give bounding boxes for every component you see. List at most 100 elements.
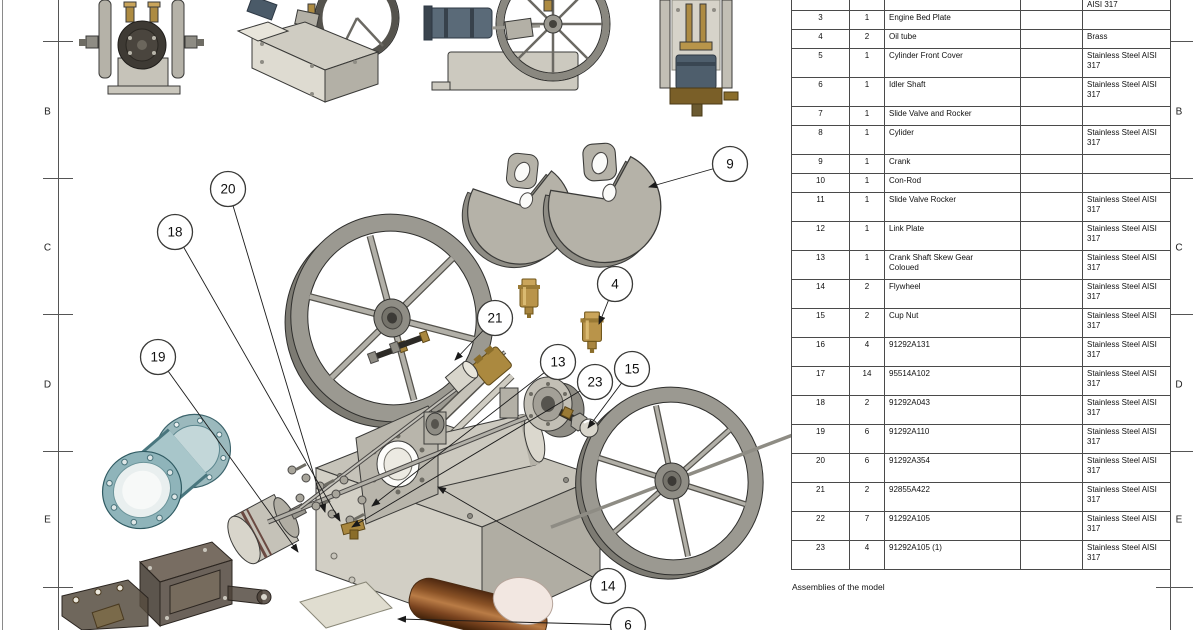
cell-material (1083, 174, 1171, 192)
cell-part-name: Oil tube (885, 30, 1021, 48)
zone-letter-left-E: E (44, 515, 51, 526)
cell-item-no: 15 (791, 309, 850, 337)
flange-plate (61, 579, 149, 630)
cell-part-name (885, 0, 1021, 10)
balloon-circle (609, 606, 647, 630)
cell-qty: 2 (850, 309, 885, 337)
cell-qty: 6 (850, 454, 885, 482)
balloon-callout-15: 15 (587, 350, 651, 429)
cell-part-name: Con-Rod (885, 174, 1021, 192)
cell-qty: 7 (850, 512, 885, 540)
balloon-label: 19 (150, 350, 165, 365)
cell-part-name: 91292A131 (885, 338, 1021, 366)
cell-material: AISI 317 (1083, 0, 1171, 10)
cell-blank (1021, 338, 1083, 366)
cell-qty: 2 (850, 30, 885, 48)
cell-part-name: 91292A043 (885, 396, 1021, 424)
cell-part-name: Crank (885, 155, 1021, 173)
cell-item-no: 19 (791, 425, 850, 453)
cell-material (1083, 11, 1171, 29)
zone-letter-right-B: B (1176, 107, 1183, 118)
cell-blank (1021, 155, 1083, 173)
balloon-label: 15 (624, 362, 639, 377)
balloon-callout-4: 4 (596, 265, 634, 325)
cell-material: Stainless Steel AISI 317 (1083, 309, 1171, 337)
crank-web-left (461, 152, 573, 269)
cell-item-no: 21 (791, 483, 850, 511)
balloon-label: 23 (587, 375, 602, 390)
leader-line (227, 188, 327, 513)
cell-part-name: 91292A110 (885, 425, 1021, 453)
cell-blank (1021, 512, 1083, 540)
cell-material: Stainless Steel AISI 317 (1083, 338, 1171, 366)
balloon-label: 4 (611, 277, 619, 292)
cell-part-name: 92855A422 (885, 483, 1021, 511)
cell-blank (1021, 251, 1083, 279)
cell-blank (1021, 78, 1083, 106)
cell-part-name: Crank Shaft Skew Gear Coloued (885, 251, 1021, 279)
cup-nut (579, 418, 599, 438)
top-view-front (79, 0, 204, 95)
cell-item-no: 18 (791, 396, 850, 424)
balloon-circle (139, 338, 177, 376)
cell-item-no: 9 (791, 155, 850, 173)
wood-board (299, 581, 393, 629)
cell-material: Stainless Steel AISI 317 (1083, 396, 1171, 424)
piston (227, 493, 308, 565)
cell-blank (1021, 454, 1083, 482)
cell-blank (1021, 30, 1083, 48)
top-view-end (659, 0, 739, 117)
cell-material: Stainless Steel AISI 317 (1083, 483, 1171, 511)
cell-blank (1021, 222, 1083, 250)
cell-part-name: 91292A354 (885, 454, 1021, 482)
cell-blank (1021, 49, 1083, 77)
cell-blank (1021, 483, 1083, 511)
wood-tube (408, 577, 554, 630)
balloon-callout-14: 14 (437, 486, 627, 605)
balloon-callout-9: 9 (648, 145, 749, 189)
cell-part-name: Slide Valve Rocker (885, 193, 1021, 221)
flywheel-rear (550, 386, 794, 580)
top-view-isometric (236, 0, 400, 103)
cell-blank (1021, 126, 1083, 154)
cell-blank (1021, 541, 1083, 569)
cell-qty: 1 (850, 174, 885, 192)
balloon-label: 20 (220, 182, 235, 197)
cell-qty: 1 (850, 251, 885, 279)
cell-item-no (791, 0, 850, 10)
cell-material (1083, 155, 1171, 173)
cell-item-no: 11 (791, 193, 850, 221)
balloon-label: 6 (624, 618, 632, 630)
balloon-callout-13: 13 (371, 343, 577, 507)
balloon-callout-21: 21 (454, 299, 514, 361)
leader-line (437, 486, 609, 587)
cell-item-no: 13 (791, 251, 850, 279)
cell-part-name: 95514A102 (885, 367, 1021, 395)
cell-blank (1021, 280, 1083, 308)
zone-letter-right-D: D (1175, 380, 1182, 391)
cell-item-no: 17 (791, 367, 850, 395)
cell-material: Stainless Steel AISI 317 (1083, 222, 1171, 250)
cell-material: Stainless Steel AISI 317 (1083, 512, 1171, 540)
leader-line (351, 381, 596, 528)
gearbox (139, 541, 272, 628)
cell-material: Stainless Steel AISI 317 (1083, 193, 1171, 221)
balloon-label: 21 (487, 311, 502, 326)
cell-blank (1021, 174, 1083, 192)
cell-part-name: 91292A105 (1) (885, 541, 1021, 569)
cell-qty: 2 (850, 483, 885, 511)
table-row: AISI 317 (791, 0, 1171, 11)
cell-part-name: Cylider (885, 126, 1021, 154)
cell-item-no: 8 (791, 126, 850, 154)
